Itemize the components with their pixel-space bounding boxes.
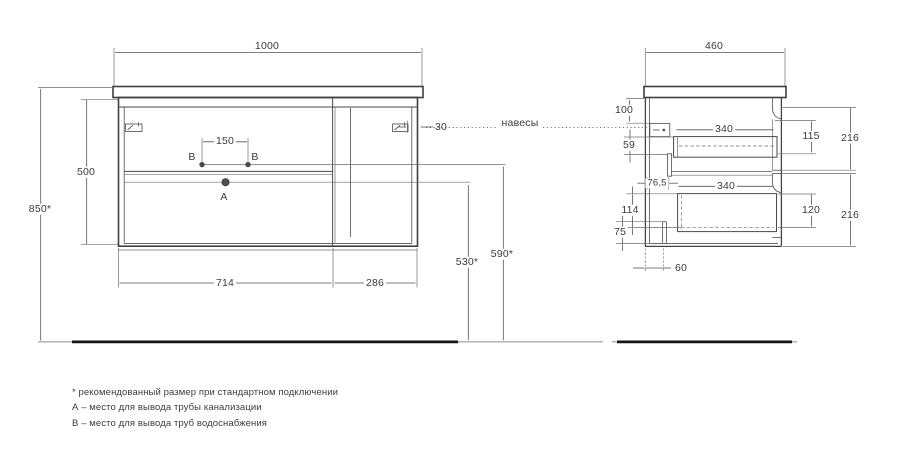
label-hangers: навесы: [501, 116, 539, 129]
dim-115: 115: [800, 129, 822, 142]
dim-hanger-offset: 30: [434, 120, 448, 133]
dim-overall-width: 1000: [254, 39, 280, 52]
hanger-bracket-right: [392, 122, 409, 132]
point-b-right-dot: [245, 161, 251, 168]
dim-114: 114: [619, 203, 641, 216]
dim-side-section-width: 286: [363, 276, 387, 289]
note-point-a: А – место для вывода трубы канализации: [72, 402, 262, 414]
drawer-rail: [667, 153, 773, 177]
dim-120: 120: [799, 203, 823, 216]
label-point-b-right: B: [251, 150, 259, 163]
back-rail: [662, 221, 667, 244]
hanger-bracket-left: [125, 122, 143, 132]
dim-depth: 460: [704, 39, 724, 52]
bottom-drawer-box: [677, 193, 777, 233]
side-countertop: [643, 85, 787, 99]
dimension-lines: [38, 48, 856, 341]
side-hanger-bracket: [649, 122, 671, 138]
dim-drawer-section-width: 714: [213, 276, 237, 289]
note-point-b: В – место для вывода труб водоснабжения: [72, 417, 268, 429]
floor-hatching-left: [133, 344, 405, 358]
dim-cabinet-height: 500: [74, 165, 98, 178]
dim-supply-height: 590*: [488, 247, 516, 260]
dim-76-5: 76,5: [645, 177, 669, 189]
dim-drawer-depth-bottom: 340: [714, 179, 738, 192]
dim-216-bottom: 216: [838, 208, 862, 221]
floor-hatching-right: [622, 344, 787, 358]
dim-overall-height: 850*: [26, 202, 54, 215]
dim-216-top: 216: [838, 131, 862, 144]
front-cabinet-body: [117, 96, 419, 247]
footnotes: * рекомендованный размер при стандартном…: [72, 385, 338, 431]
dim-60: 60: [674, 261, 688, 274]
floor: [38, 340, 797, 358]
top-drawer-box: [673, 136, 778, 158]
label-point-a: A: [220, 190, 228, 203]
dim-59: 59: [620, 138, 638, 151]
side-view: [643, 85, 787, 248]
point-a-dot: [221, 178, 230, 187]
point-b-left-dot: [199, 161, 205, 168]
front-countertop: [112, 85, 424, 99]
label-point-b-left: B: [188, 150, 196, 163]
note-recommended: * рекомендованный размер при стандартном…: [72, 387, 339, 398]
dim-drain-height: 530*: [453, 255, 481, 268]
dim-hanger-drop: 100: [612, 103, 636, 116]
front-view: [112, 85, 506, 251]
dim-drawer-depth-top: 340: [712, 122, 736, 135]
dim-hole-spacing: 150: [213, 134, 237, 147]
dim-75: 75: [611, 225, 629, 238]
